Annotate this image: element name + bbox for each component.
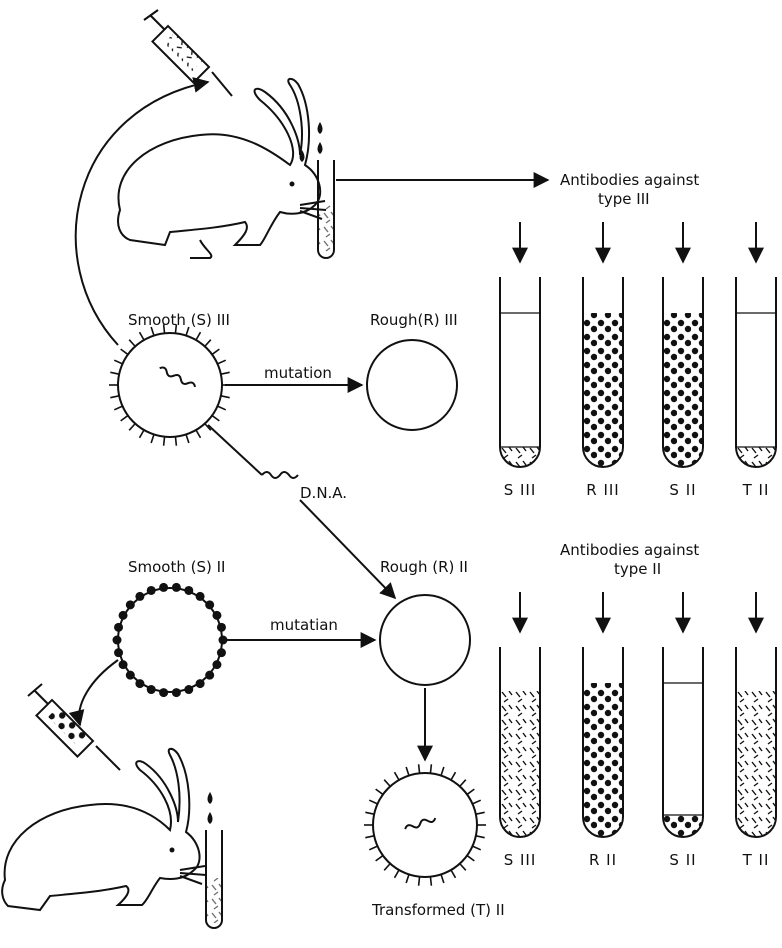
- antibodies-ii-label-1: Antibodies against: [560, 541, 699, 559]
- arrow-smooth-iii-to-syringe: [76, 82, 208, 345]
- transformed-ii-cell: [364, 764, 486, 885]
- tube-label: T II: [742, 851, 770, 869]
- tube-label: S III: [504, 851, 537, 869]
- arrow-smooth-ii-to-syringe: [79, 660, 118, 725]
- tube-label: T II: [742, 481, 770, 499]
- rough-ii-label: Rough (R) II: [380, 558, 468, 576]
- antibodies-iii-label-2: type III: [598, 190, 650, 208]
- type-ii-tube-3: S II: [663, 592, 703, 869]
- tube-label: S II: [669, 851, 696, 869]
- type-ii-tube-4: T II: [736, 592, 776, 869]
- type-ii-tube-2: R II: [583, 592, 623, 869]
- dna-line-start: [208, 425, 262, 475]
- syringe-top: [144, 10, 232, 96]
- rabbit-top: [118, 79, 326, 258]
- tube-row-type-iii: S III R III S II T II: [500, 222, 776, 499]
- type-iii-tube-2: R III: [583, 222, 623, 499]
- type-iii-tube-4: T II: [736, 222, 776, 499]
- tube-label: S II: [669, 481, 696, 499]
- rough-ii-cell: [380, 595, 470, 685]
- rough-iii-cell: [367, 340, 457, 430]
- blood-drops-bottom: [208, 792, 213, 824]
- antibodies-iii-label-1: Antibodies against: [560, 171, 699, 189]
- tube-label: R III: [586, 481, 619, 499]
- rough-iii-label: Rough(R) III: [370, 311, 458, 329]
- blood-drops-top: [300, 122, 323, 162]
- smooth-iii-label: Smooth (S) III: [128, 311, 230, 329]
- serum-tube-bottom: [206, 830, 222, 928]
- dna-squiggle: [262, 472, 298, 478]
- tube-label: S III: [504, 481, 537, 499]
- arrow-dna-to-rough-ii: [300, 500, 395, 598]
- serum-tube-top: [318, 160, 334, 258]
- smooth-ii-label: Smooth (S) II: [128, 558, 226, 576]
- dna-label: D.N.A.: [300, 484, 347, 502]
- syringe-bottom: [28, 684, 120, 770]
- mutation-label-bottom: mutatian: [270, 616, 338, 634]
- type-iii-tube-3: S II: [663, 222, 703, 499]
- type-ii-tube-1: S III: [500, 592, 540, 869]
- smooth-ii-cell: [113, 583, 228, 697]
- rabbit-bottom: [2, 749, 206, 910]
- antibodies-ii-label-2: type II: [614, 560, 661, 578]
- mutation-label-top: mutation: [264, 364, 332, 382]
- tube-label: R II: [589, 851, 617, 869]
- type-iii-tube-1: S III: [500, 222, 540, 499]
- transformed-label: Transformed (T) II: [371, 901, 505, 919]
- tube-row-type-ii: S III R II S II T II: [500, 592, 776, 869]
- smooth-iii-cell: [109, 324, 231, 445]
